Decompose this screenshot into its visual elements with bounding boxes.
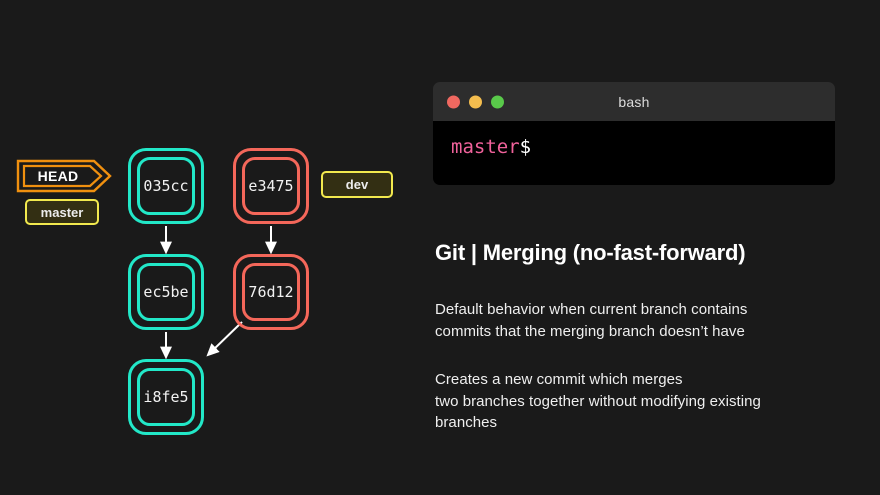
commit-node-inner: 035cc (137, 157, 195, 215)
commit-sha: ec5be (143, 282, 189, 301)
minimize-icon[interactable] (469, 95, 482, 108)
commit-sha: e3475 (248, 176, 294, 195)
commit-node-e3475[interactable]: e3475 (233, 148, 309, 224)
maximize-icon[interactable] (491, 95, 504, 108)
commit-node-inner: i8fe5 (137, 368, 195, 426)
terminal-titlebar[interactable]: bash (433, 82, 835, 121)
commit-node-inner: e3475 (242, 157, 300, 215)
graph-edges-layer (160, 226, 277, 360)
paragraph-default-behavior: Default behavior when current branch con… (435, 299, 855, 343)
edge-76d12-i8fe5-merge (206, 321, 243, 357)
head-arrow-icon (16, 159, 112, 193)
terminal-window[interactable]: bash master$ (433, 82, 835, 185)
prompt-symbol: $ (519, 136, 532, 158)
commit-sha: 76d12 (248, 282, 294, 301)
paragraph-line: commits that the merging branch doesn’t … (435, 323, 745, 341)
terminal-prompt-line: master$ (451, 138, 835, 157)
paragraph-creates-commit: Creates a new commit which merges two br… (435, 369, 855, 434)
commit-node-035cc[interactable]: 035cc (128, 148, 204, 224)
commit-node-inner: ec5be (137, 263, 195, 321)
paragraph-line: Creates a new commit which merges (435, 370, 683, 388)
terminal-title: bash (618, 93, 650, 110)
branch-tag-master[interactable]: master (25, 199, 99, 225)
git-commit-graph: HEAD master dev 035cc ec5be i8fe5 e3475 (0, 0, 430, 495)
explanation-panel: Git | Merging (no-fast-forward) Default … (435, 240, 855, 434)
head-pointer[interactable]: HEAD (16, 159, 112, 193)
commit-node-76d12[interactable]: 76d12 (233, 254, 309, 330)
branch-tag-dev[interactable]: dev (321, 171, 393, 198)
commit-node-i8fe5[interactable]: i8fe5 (128, 359, 204, 435)
prompt-branch-name: master (451, 136, 520, 158)
close-icon[interactable] (447, 95, 460, 108)
head-pointer-label: HEAD (37, 168, 79, 184)
paragraph-line: two branches together without modifying … (435, 392, 761, 410)
page-title: Git | Merging (no-fast-forward) (435, 240, 746, 265)
commit-node-inner: 76d12 (242, 263, 300, 321)
commit-node-ec5be[interactable]: ec5be (128, 254, 204, 330)
paragraph-line: Default behavior when current branch con… (435, 301, 748, 319)
commit-sha: i8fe5 (143, 387, 189, 406)
commit-sha: 035cc (143, 176, 189, 195)
terminal-body[interactable]: master$ (433, 121, 835, 185)
paragraph-line: branches (435, 414, 498, 432)
window-controls (447, 95, 504, 108)
